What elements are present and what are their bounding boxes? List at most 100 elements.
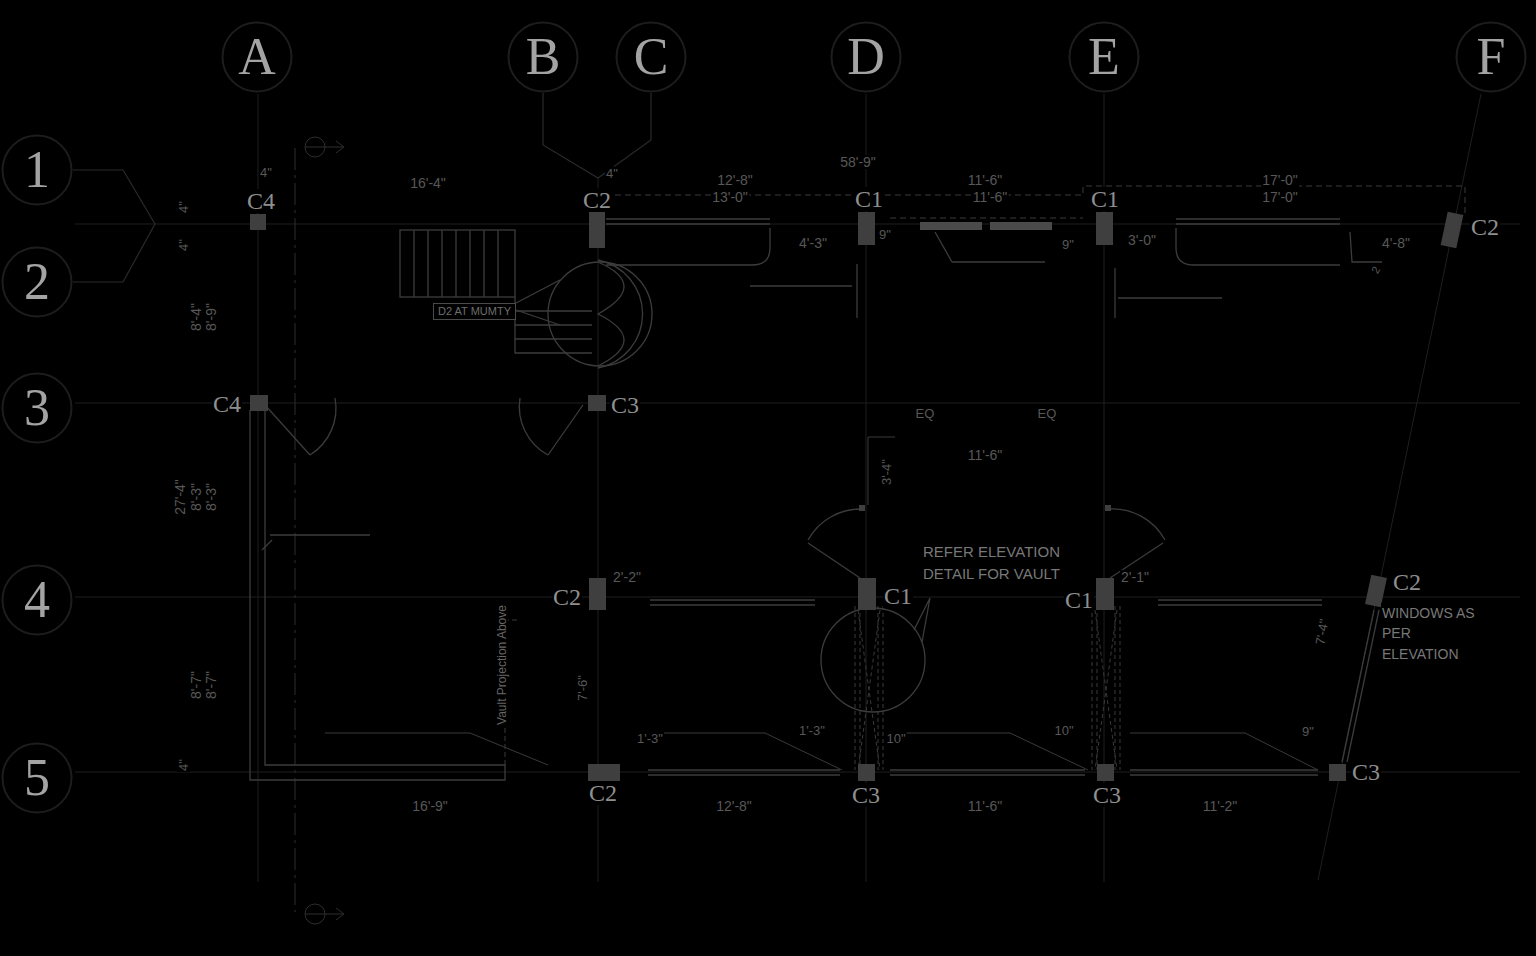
dimension-text: 2'-1" [1120,570,1150,584]
dimension-text: 3'-4" [880,458,893,486]
dimension-text: 1'-3" [636,732,664,745]
column-tag: C2 [588,781,618,805]
column-tag: C2 [552,585,582,609]
column-tag: C2 [582,188,612,212]
grid-bubble: 2 [1,246,73,318]
node-text: D [847,31,885,83]
walls [250,219,1382,780]
column-tag: C1 [1064,588,1094,612]
node-text: A [238,31,276,83]
node-text: D2 AT MUMTY [438,306,511,317]
grid-bubble: 4 [1,564,73,636]
bubble-circle [1457,23,1526,92]
node-text: B [526,31,561,83]
dimension-text: 11'-2" [1202,799,1239,813]
grid-bubble: 1 [1,134,73,206]
column-tag: C2 [1470,215,1500,239]
dimension-text: Vault Projection Above [496,604,508,726]
dimension-text: 16'-9" [411,799,449,813]
dimension-text: 11'-6" [967,173,1004,187]
columns [250,212,1463,781]
grid-bracket [73,170,155,282]
section-line [295,137,344,924]
dimension-text: 4" [259,166,273,179]
leader-lines [325,437,1318,770]
grid-bubble: 3 [1,372,73,444]
dimension-text: 9" [878,228,892,241]
node-text: 2 [24,256,50,308]
column-tag: C1 [1090,187,1120,211]
dimension-text: 7'-4" [1313,617,1331,647]
dimension-text: 4" [605,167,619,180]
dimension-text: 11'-6" [972,190,1009,204]
column-tag: C4 [212,392,242,416]
dimension-text: 8'-3" [204,482,218,512]
bubble-circle [617,23,686,92]
column-tag: C2 [1392,570,1422,594]
dimension-text: 2 [1369,264,1383,277]
dimension-text: 4'-8" [1381,236,1411,250]
vault-lines [855,606,1120,770]
dimension-text: 4" [177,238,190,252]
bubble-circle [223,23,292,92]
column-tag: C3 [1351,760,1381,784]
bubble-circle [509,23,578,92]
dimension-text: 8'-3" [189,482,203,512]
dimension-text: 2'-2" [612,570,642,584]
grid-bubble: D [830,21,902,93]
dimension-text: 9" [1301,725,1315,738]
tag-box: D2 AT MUMTY [433,303,516,320]
roof-outline [605,186,1465,218]
dimension-text: 4'-3" [798,236,828,250]
dimension-text: 58'-9" [839,155,877,169]
bubble-circle [3,566,72,635]
note-text: WINDOWS AS PER ELEVATION [1381,603,1491,664]
window-bars [920,222,1052,230]
dimension-text: 8'-7" [189,670,203,700]
dimension-text: 11'-6" [967,448,1004,462]
grid-bubble: F [1455,21,1527,93]
dimension-text: EQ [915,407,936,420]
dimension-text: 16'-4" [409,176,447,190]
node-text: E [1088,31,1120,83]
column-tag: C1 [883,584,913,608]
dimension-text: 11'-6" [967,799,1004,813]
bubble-circle [1070,23,1139,92]
dimension-text: 13'-0" [711,190,749,204]
dimension-text: 17'-0" [1261,190,1299,204]
bubble-circle [3,374,72,443]
grid-bubble: A [221,21,293,93]
bubble-circle [832,23,901,92]
node-text: 4 [24,574,50,626]
grid-bubble: B [507,21,579,93]
dimension-text: 8'-4" [189,302,203,332]
bubble-circle [3,744,72,813]
column-tag: C3 [610,393,640,417]
dimension-text: 4" [177,758,190,772]
column-tag: C3 [1092,783,1122,807]
dimension-text: 12'-8" [716,173,754,187]
dimension-text: 27'-4" [173,478,187,516]
dimension-text: 10" [885,732,906,745]
node-text: 5 [24,752,50,804]
node-text: 1 [24,144,50,196]
grid-bubble: 5 [1,742,73,814]
dimension-text: 1'-3" [798,724,826,737]
node-text: F [1477,31,1506,83]
dimension-text: 17'-0" [1261,173,1299,187]
node-text: C [634,31,669,83]
grid-bubble: E [1068,21,1140,93]
dimension-text: 3'-0" [1127,233,1157,247]
grid-lines [75,94,1520,882]
column-tag: C1 [854,187,884,211]
dimension-text: 12'-8" [715,799,753,813]
bubble-circle [3,136,72,205]
note-text: REFER ELEVATION DETAIL FOR VAULT [922,541,1064,585]
dimension-text: 8'-7" [204,670,218,700]
dimension-text: 8'-9" [204,302,218,332]
grid-bubble: C [615,21,687,93]
dimension-text: EQ [1037,407,1058,420]
